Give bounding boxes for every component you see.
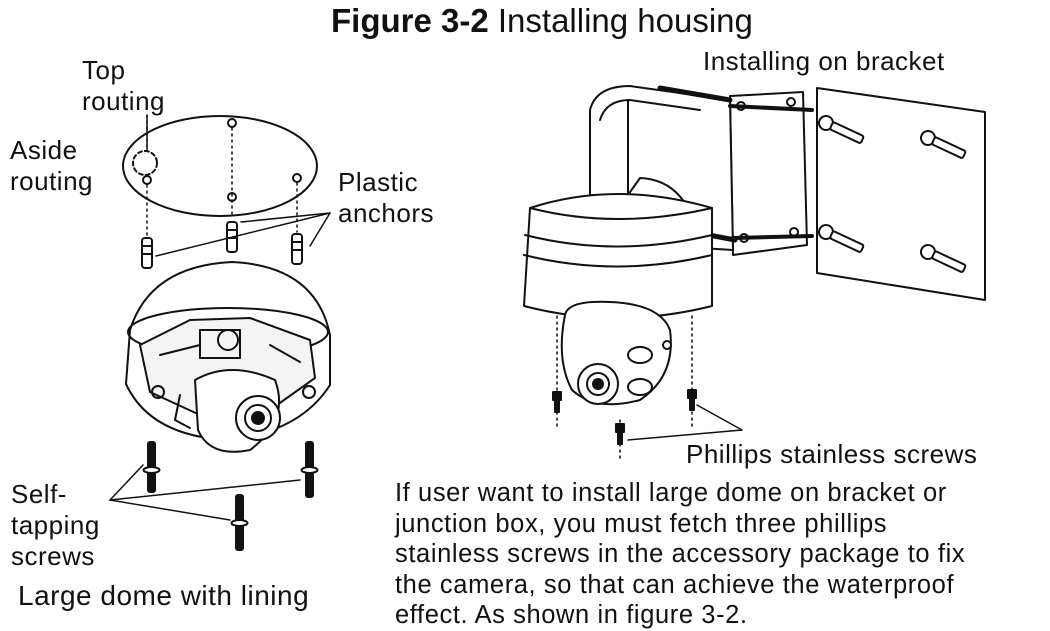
- phillips-leaders: [627, 404, 743, 441]
- large-dome-icon: [125, 261, 331, 453]
- self-tapping-screws-label: Self- tapping screws: [11, 481, 100, 569]
- self-tapping-line-3: screws: [11, 541, 95, 571]
- top-routing-label: Top routing: [82, 57, 165, 114]
- paragraph-line: junction box, you must fetch three phill…: [395, 509, 888, 538]
- camera-housing-icon: [523, 193, 713, 406]
- paragraph-line: If user want to install large dome on br…: [395, 479, 947, 507]
- plastic-anchors-label: Plastic anchors: [338, 169, 434, 226]
- paragraph-line: effect. As shown in figure 3-2.: [395, 601, 748, 629]
- wall-anchor-icon: [818, 115, 967, 273]
- paragraph-line: the camera, so that can achieve the wate…: [395, 570, 955, 599]
- self-tapping-line-2: tapping: [11, 510, 100, 540]
- aside-routing-label: Aside routing: [10, 137, 93, 194]
- phillips-screw-icon: [552, 389, 697, 445]
- aside-routing-line-2: routing: [10, 166, 93, 196]
- aside-routing-line-1: Aside: [10, 135, 78, 165]
- self-tapping-screw-icon: [147, 441, 314, 551]
- plastic-anchor-icon: [141, 221, 303, 269]
- installing-on-bracket-caption: Installing on bracket: [703, 46, 945, 76]
- screw-leaders: [109, 464, 301, 521]
- drill-guides: [146, 114, 298, 236]
- figure-title: Figure 3-2 Installing housing: [331, 4, 753, 37]
- paragraph-line: stainless screws in the accessory packag…: [395, 540, 966, 568]
- plastic-anchors-line-1: Plastic: [338, 167, 419, 197]
- figure-caption: Installing housing: [497, 2, 753, 39]
- mounting-plate: [122, 115, 318, 217]
- phillips-screws-label: Phillips stainless screws: [686, 439, 978, 469]
- top-routing-line-1: Top: [82, 55, 126, 85]
- instruction-paragraph: If user want to install large dome on br…: [395, 478, 1045, 631]
- anchor-leaders: [155, 212, 331, 257]
- top-routing-line-2: routing: [82, 86, 165, 116]
- large-dome-caption: Large dome with lining: [18, 580, 310, 611]
- screw-washers: [142, 466, 319, 527]
- plastic-anchors-line-2: anchors: [338, 198, 434, 228]
- figure-number: Figure 3-2: [331, 2, 489, 39]
- self-tapping-line-1: Self-: [11, 479, 67, 509]
